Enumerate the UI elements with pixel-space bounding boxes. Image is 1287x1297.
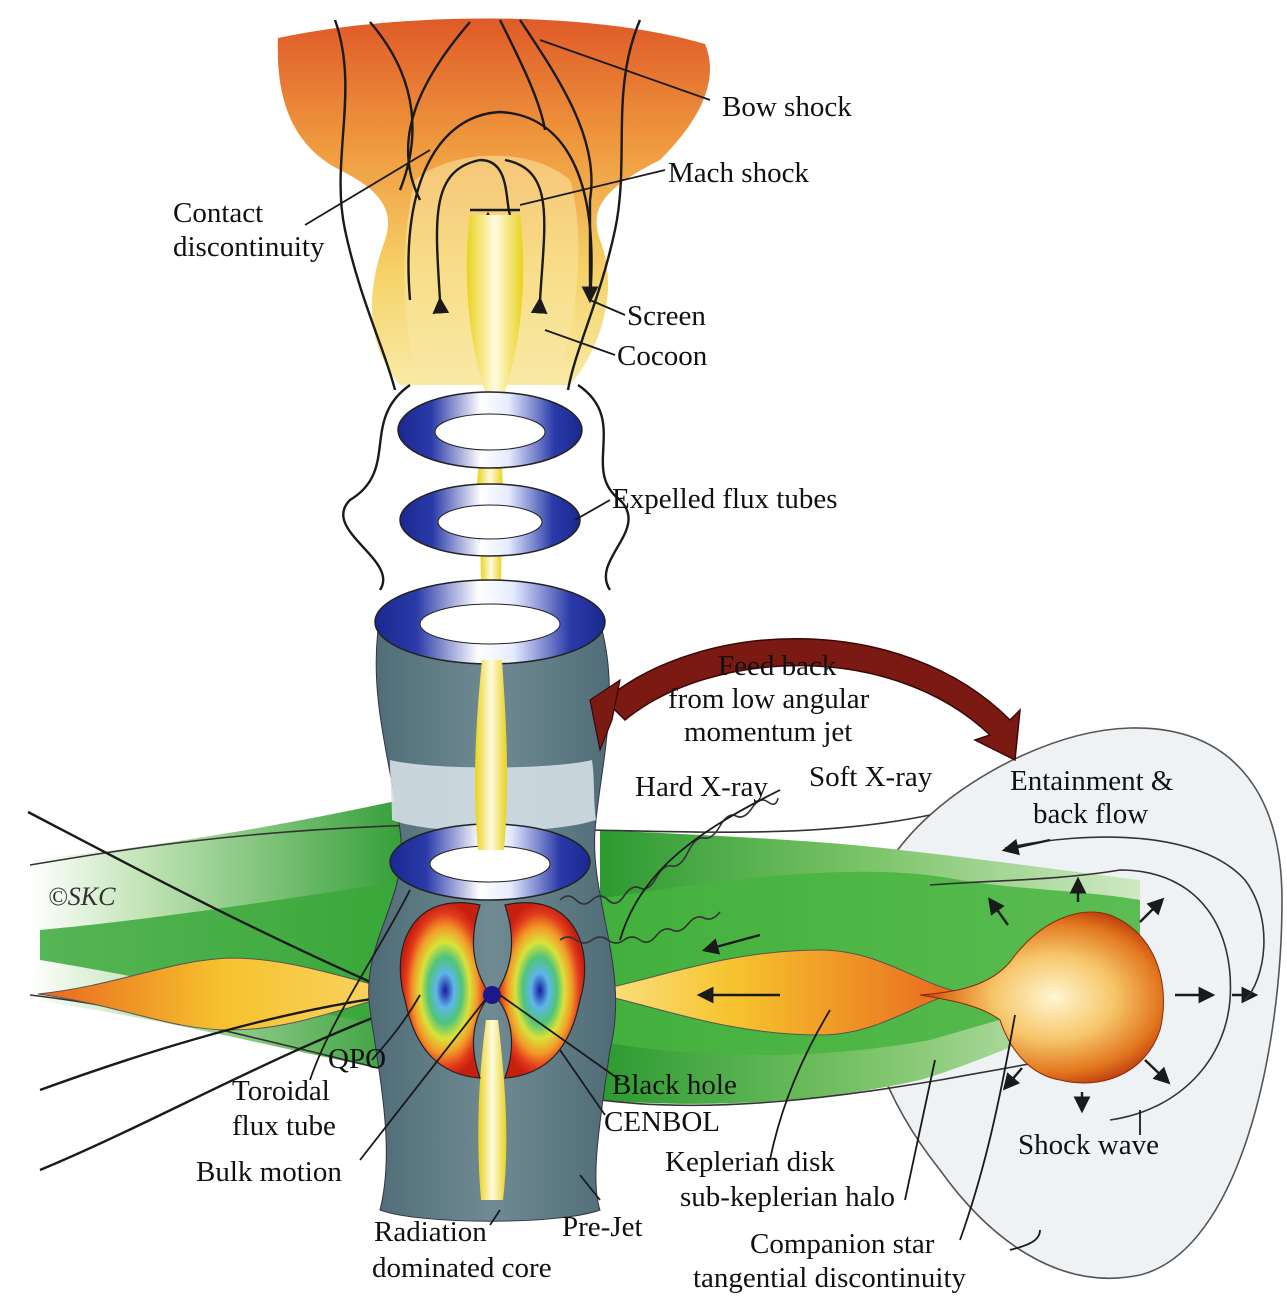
label-screen: Screen	[627, 300, 706, 332]
label-pre-jet: Pre-Jet	[562, 1211, 643, 1243]
label-bow-shock: Bow shock	[722, 91, 852, 123]
black-hole	[483, 986, 501, 1004]
flux-tube-ring-1	[398, 392, 582, 468]
label-toroidal-2: flux tube	[232, 1110, 336, 1142]
jet-beam-lower	[475, 660, 507, 850]
label-black-hole: Black hole	[612, 1069, 737, 1101]
label-mach-shock: Mach shock	[668, 157, 809, 189]
label-feedback-3: momentum jet	[684, 716, 852, 748]
label-companion-1: Companion star	[750, 1228, 935, 1260]
label-shock-wave: Shock wave	[1018, 1129, 1159, 1161]
flux-tube-ring-3	[375, 580, 605, 664]
label-cocoon: Cocoon	[617, 340, 708, 372]
label-contact-1: Contact	[173, 197, 263, 229]
label-sub-keplerian-halo: sub-keplerian halo	[680, 1181, 895, 1213]
label-radiation-2: dominated core	[372, 1252, 552, 1284]
label-entrainment-2: back flow	[1033, 798, 1148, 830]
label-hard-xray: Hard X-ray	[635, 771, 768, 803]
jet-beam-upper	[467, 215, 523, 420]
label-cenbol: CENBOL	[604, 1106, 720, 1138]
label-companion-2: tangential discontinuity	[693, 1262, 967, 1294]
label-feedback-2: from low angular	[668, 683, 870, 715]
label-soft-xray: Soft X-ray	[809, 761, 933, 793]
label-radiation-1: Radiation	[374, 1216, 487, 1248]
label-contact-2: discontinuity	[173, 231, 325, 263]
flux-tube-ring-2	[400, 484, 580, 556]
copyright-mark: ©SKC	[48, 882, 116, 911]
label-entrainment-1: Entainment &	[1010, 765, 1174, 797]
label-qpo: QPO	[328, 1043, 386, 1075]
label-feedback-1: Feed back	[718, 650, 837, 682]
label-expelled-flux-tubes: Expelled flux tubes	[612, 483, 838, 515]
label-toroidal-1: Toroidal	[232, 1075, 330, 1107]
label-keplerian-disk: Keplerian disk	[665, 1146, 835, 1178]
label-bulk-motion: Bulk motion	[196, 1156, 342, 1188]
